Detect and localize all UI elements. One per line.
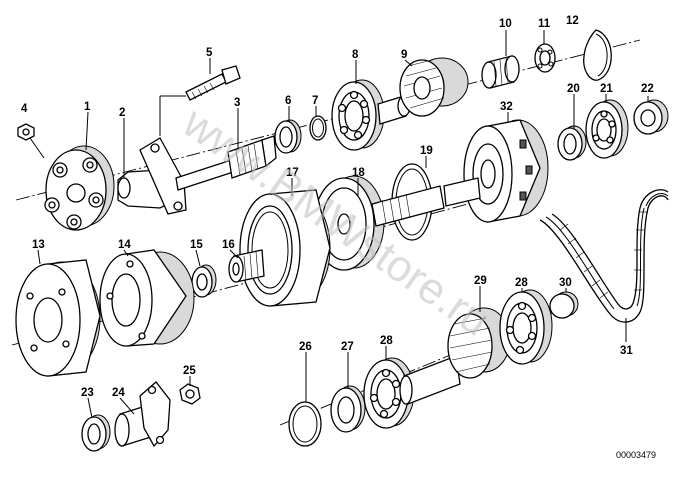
bearing-part-22[interactable] (633, 99, 669, 135)
thrust-washer-part-11[interactable] (534, 43, 556, 73)
part-label-23: 23 (81, 387, 94, 399)
part-label-7: 7 (312, 95, 318, 107)
part-label-19: 19 (420, 145, 433, 157)
output-flange-part-24[interactable] (114, 381, 171, 448)
part-label-22: 22 (641, 83, 654, 95)
part-label-17: 17 (286, 167, 299, 179)
seal-ring-part-20[interactable] (557, 125, 587, 161)
part-label-13: 13 (32, 239, 45, 251)
ball-bearing-part-21[interactable] (585, 99, 629, 159)
part-label-27: 27 (341, 341, 354, 353)
leader-lines (37, 30, 649, 419)
part-label-5: 5 (206, 47, 213, 59)
clutch-housing-part-13[interactable] (15, 259, 101, 377)
planet-carrier-part-14[interactable] (99, 249, 195, 347)
part-label-4: 4 (21, 103, 28, 115)
snap-ring-part-12[interactable] (583, 29, 612, 81)
clutch-drum-part-32[interactable] (463, 119, 549, 223)
part-label-14: 14 (118, 239, 131, 251)
needle-bearing-part-10[interactable] (481, 55, 520, 89)
part-label-9: 9 (401, 49, 407, 61)
part-label-26: 26 (299, 341, 312, 353)
part-label-18: 18 (352, 167, 365, 179)
seal-ring-part-6[interactable] (274, 119, 302, 154)
part-label-30: 30 (559, 277, 572, 289)
part-label-15: 15 (190, 239, 203, 251)
reference-number: 00003479 (616, 450, 656, 460)
part-label-2: 2 (119, 107, 125, 119)
part-label-31: 31 (620, 345, 633, 357)
circlip-part-26[interactable] (288, 401, 322, 447)
nut-part-25[interactable] (179, 383, 201, 405)
part-label-8: 8 (352, 49, 359, 61)
part-label-16: 16 (222, 239, 235, 251)
part-number-labels: 1 2 3 4 5 6 7 8 9 10 11 12 13 14 15 16 1… (21, 15, 654, 399)
part-label-11: 11 (538, 18, 551, 30)
drive-chain-part-31[interactable] (539, 189, 669, 323)
part-label-3: 3 (234, 97, 240, 109)
nut-part-4[interactable] (17, 123, 45, 159)
ball-bearing-part-8[interactable] (331, 79, 385, 151)
part-label-12: 12 (566, 15, 579, 27)
bolt-part-5[interactable] (159, 65, 241, 136)
sun-gear-part-16[interactable] (228, 249, 265, 283)
part-label-20: 20 (567, 83, 580, 95)
seal-part-27[interactable] (330, 385, 366, 433)
part-label-25: 25 (183, 365, 196, 377)
ball-bearing-part-28-lower[interactable] (363, 357, 415, 429)
gear-part-18[interactable] (313, 175, 481, 271)
flange-part-2[interactable] (117, 137, 187, 215)
part-label-32: 32 (500, 101, 513, 113)
flex-disc-coupling[interactable] (44, 145, 115, 231)
part-label-28-lower: 28 (380, 335, 393, 347)
seal-ring-part-23[interactable] (81, 414, 111, 452)
gear-shaft-part-9[interactable] (377, 57, 469, 125)
part-label-10: 10 (499, 18, 512, 30)
part-label-24: 24 (112, 387, 125, 399)
part-label-1: 1 (84, 101, 91, 113)
circlip-part-7[interactable] (309, 115, 327, 141)
part-label-21: 21 (600, 83, 613, 95)
ball-bearing-part-28-upper[interactable] (499, 289, 553, 365)
part-label-29: 29 (474, 275, 487, 287)
seal-part-15[interactable] (191, 264, 217, 298)
bushing-part-30[interactable] (549, 291, 579, 319)
part-label-28-upper: 28 (515, 277, 528, 289)
part-label-6: 6 (285, 95, 291, 107)
